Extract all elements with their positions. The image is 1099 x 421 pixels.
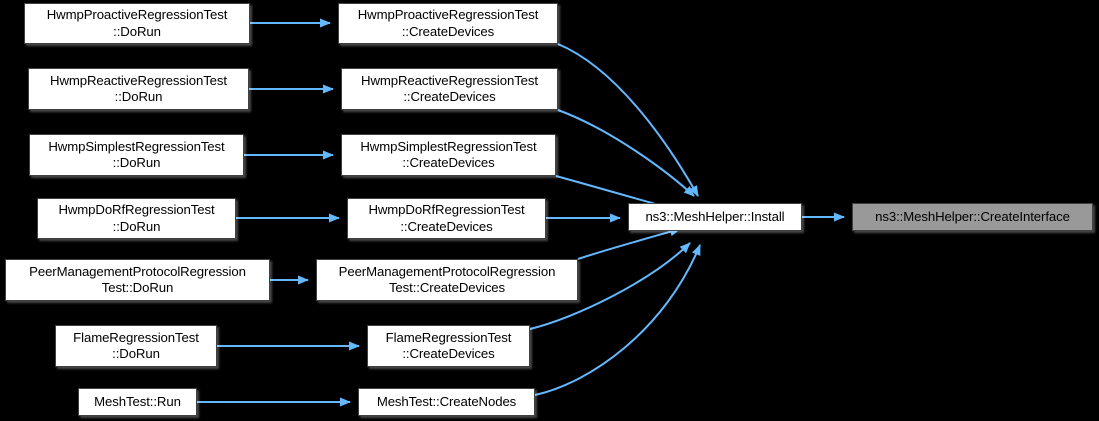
graph-node-n15[interactable]: ns3::MeshHelper::CreateInterface — [852, 203, 1093, 231]
graph-node-label-line2: ::CreateDevices — [403, 89, 496, 104]
graph-node-label: FlameRegressionTest::CreateDevices — [376, 330, 522, 363]
edge-n9-n14 — [577, 227, 681, 260]
graph-node-n4[interactable]: HwmpSimplestRegressionTest::DoRun — [29, 134, 244, 176]
graph-node-label: HwmpDoRfRegressionTest::DoRun — [48, 202, 224, 235]
graph-node-n7[interactable]: HwmpDoRfRegressionTest::CreateDevices — [347, 198, 546, 239]
graph-node-n10[interactable]: FlameRegressionTest::DoRun — [55, 325, 217, 367]
graph-node-label-line2: ::DoRun — [112, 346, 160, 361]
graph-node-label-line1: ns3::MeshHelper::Install — [645, 208, 785, 224]
graph-node-label: HwmpSimplestRegressionTest::CreateDevice… — [350, 139, 546, 172]
graph-node-label: HwmpProactiveRegressionTest::CreateDevic… — [348, 7, 549, 40]
edge-group — [197, 18, 845, 407]
graph-node-label: HwmpReactiveRegressionTest::DoRun — [40, 73, 237, 106]
graph-node-n2[interactable]: HwmpReactiveRegressionTest::DoRun — [28, 68, 249, 110]
edge-n1-n14 — [557, 43, 699, 197]
edge-n13-n14 — [534, 244, 701, 396]
graph-node-label-line2: ::CreateDevices — [400, 218, 493, 234]
graph-node-label: FlameRegressionTest::DoRun — [63, 330, 209, 363]
graph-node-label-line1: ns3::MeshHelper::CreateInterface — [875, 208, 1070, 224]
graph-node-label-line1: FlameRegressionTest — [385, 329, 512, 345]
graph-node-label-line1: HwmpReactiveRegressionTest — [50, 72, 227, 88]
graph-node-n13[interactable]: MeshTest::CreateNodes — [358, 388, 535, 416]
graph-node-label-line1: FlameRegressionTest — [73, 329, 199, 345]
graph-node-label-line2: ::CreateDevices — [402, 155, 495, 170]
graph-node-label-line1: MeshTest::CreateNodes — [376, 393, 517, 409]
graph-node-label-line2: Test::DoRun — [101, 280, 174, 295]
graph-node-label: MeshTest::CreateNodes — [367, 394, 526, 410]
graph-node-label: ns3::MeshHelper::CreateInterface — [865, 209, 1080, 225]
graph-node-n6[interactable]: HwmpDoRfRegressionTest::DoRun — [37, 198, 236, 239]
graph-node-label-line1: HwmpProactiveRegressionTest — [46, 7, 228, 23]
graph-node-n14[interactable]: ns3::MeshHelper::Install — [628, 203, 802, 231]
graph-node-label-line2: ::CreateDevices — [402, 346, 495, 361]
edge-n3-n14 — [557, 109, 695, 197]
graph-node-n5[interactable]: HwmpSimplestRegressionTest::CreateDevice… — [341, 134, 556, 176]
graph-node-label-line2: ::DoRun — [114, 89, 163, 104]
graph-node-label-line2: ::CreateDevices — [401, 23, 495, 39]
graph-node-n0[interactable]: HwmpProactiveRegressionTest::DoRun — [24, 3, 250, 44]
graph-node-label: ns3::MeshHelper::Install — [635, 209, 794, 225]
graph-node-label-line1: HwmpDoRfRegressionTest — [58, 202, 215, 218]
graph-node-label-line2: ::DoRun — [112, 218, 161, 234]
graph-node-n1[interactable]: HwmpProactiveRegressionTest::CreateDevic… — [338, 3, 558, 44]
graph-node-label-line2: Test::CreateDevices — [388, 280, 506, 295]
graph-node-label: HwmpReactiveRegressionTest::CreateDevice… — [351, 73, 548, 106]
graph-node-n3[interactable]: HwmpReactiveRegressionTest::CreateDevice… — [341, 68, 558, 110]
graph-node-label-line1: HwmpProactiveRegressionTest — [357, 7, 539, 23]
graph-node-label-line2: ::DoRun — [112, 155, 161, 170]
graph-node-label-line1: HwmpSimplestRegressionTest — [360, 138, 537, 154]
graph-node-label: MeshTest::Run — [84, 394, 191, 410]
graph-node-label-line1: HwmpDoRfRegressionTest — [368, 202, 525, 218]
graph-node-label-line2: ::DoRun — [113, 23, 161, 39]
graph-node-label-line1: HwmpReactiveRegressionTest — [361, 72, 538, 88]
graph-node-label-line1: HwmpSimplestRegressionTest — [48, 138, 225, 154]
graph-node-n11[interactable]: FlameRegressionTest::CreateDevices — [367, 325, 530, 367]
graph-node-label: HwmpProactiveRegressionTest::DoRun — [37, 7, 238, 40]
graph-node-label-line1: PeerManagementProtocolRegression — [29, 263, 246, 279]
graph-node-label-line1: PeerManagementProtocolRegression — [338, 263, 556, 279]
graph-node-label: HwmpSimplestRegressionTest::DoRun — [38, 139, 234, 172]
graph-node-n12[interactable]: MeshTest::Run — [78, 388, 197, 416]
graph-node-label-line1: MeshTest::Run — [94, 393, 181, 409]
edge-n11-n14 — [529, 242, 691, 330]
graph-node-label: HwmpDoRfRegressionTest::CreateDevices — [358, 202, 534, 235]
